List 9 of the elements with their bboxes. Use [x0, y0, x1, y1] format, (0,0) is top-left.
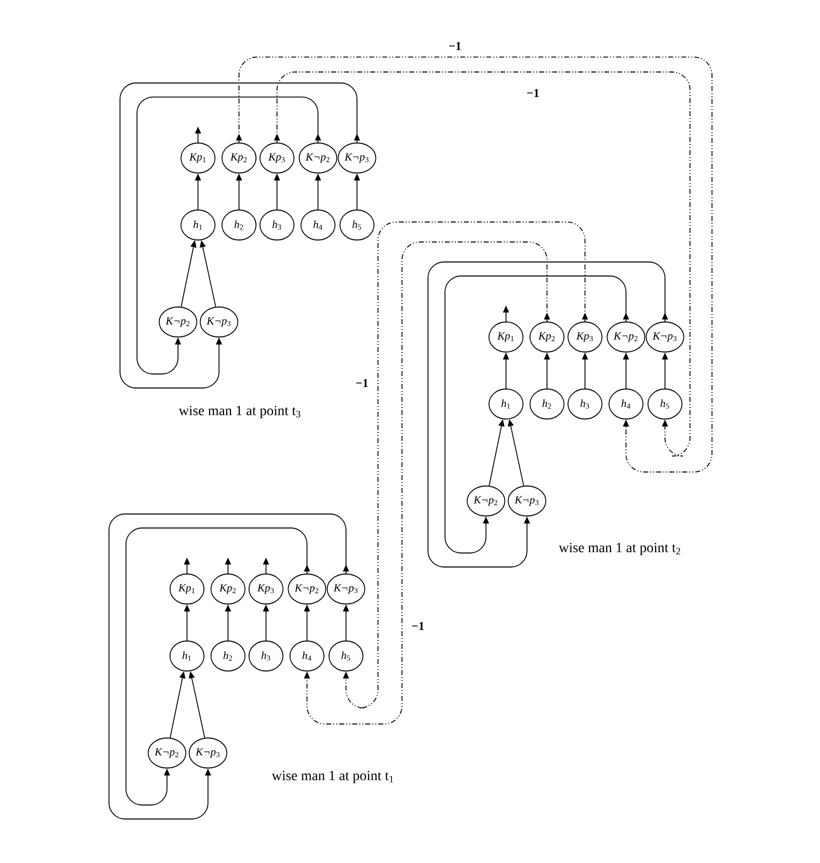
caption: wise man 1 at point t$_{3}$	[178, 406, 300, 418]
dash-dot-arrow	[236, 56, 712, 472]
caption: wise man 1 at point t$_{2}$	[558, 542, 680, 556]
caption: wise man 1 at point t$_{1}$	[272, 770, 394, 784]
edge-label: −1	[449, 42, 461, 50]
edge-label: −1	[527, 89, 539, 97]
edge-label: −1	[412, 622, 424, 630]
dash-dot-arrow	[274, 72, 690, 456]
edge-label: −1	[356, 379, 368, 387]
